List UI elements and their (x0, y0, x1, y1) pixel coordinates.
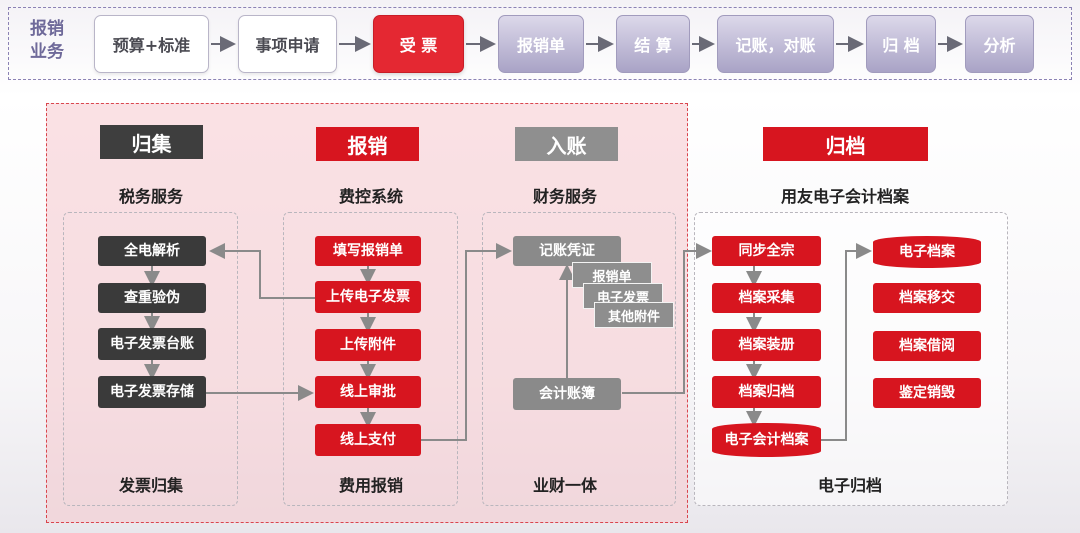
node-upload-attachment[interactable]: 上传附件 (315, 329, 421, 361)
process-label-line2: 业务 (30, 42, 64, 62)
node-sync-fonds[interactable]: 同步全宗 (712, 236, 821, 266)
posting-footer: 业财一体 (532, 476, 597, 495)
reimburse-box (283, 212, 458, 506)
collect-title: 税务服务 (118, 187, 183, 206)
step-analysis[interactable]: 分析 (965, 15, 1034, 73)
archive-footer: 电子归档 (817, 476, 882, 495)
process-label-line1: 报销 (30, 19, 64, 39)
node-invoice-ledger[interactable]: 电子发票台账 (98, 328, 206, 360)
process-label: 报销 业务 (30, 18, 90, 64)
step-application[interactable]: 事项申请 (238, 15, 337, 73)
archive-header: 归档 (763, 127, 928, 161)
posting-header: 入账 (515, 127, 618, 161)
node-archive-collect[interactable]: 档案采集 (712, 283, 821, 313)
reimburse-title: 费控系统 (338, 187, 403, 206)
step-bookkeeping[interactable]: 记账，对账 (717, 15, 834, 73)
step-archive[interactable]: 归 档 (866, 15, 936, 73)
node-appraise-destroy[interactable]: 鉴定销毁 (873, 378, 981, 408)
node-voucher[interactable]: 记账凭证 (513, 236, 621, 266)
collect-header: 归集 (100, 125, 203, 159)
process-flow-bar (8, 7, 1072, 80)
node-online-approval[interactable]: 线上审批 (315, 376, 421, 408)
doc-stack-invoice: 电子发票 (583, 283, 663, 309)
collect-box (63, 212, 238, 506)
node-archive-transfer[interactable]: 档案移交 (873, 283, 981, 313)
node-full-parse[interactable]: 全电解析 (98, 236, 206, 266)
posting-title: 财务服务 (532, 187, 597, 206)
doc-stack-other: 其他附件 (594, 302, 674, 328)
reimburse-header: 报销 (316, 127, 419, 161)
node-e-accounting-archive[interactable]: 电子会计档案 (712, 423, 821, 457)
node-archive-borrow[interactable]: 档案借阅 (873, 331, 981, 361)
node-e-archive[interactable]: 电子档案 (873, 236, 981, 268)
node-dedupe-verify[interactable]: 查重验伪 (98, 283, 206, 313)
posting-box (482, 212, 676, 506)
step-reimbursement-form[interactable]: 报销单 (498, 15, 584, 73)
collect-footer: 发票归集 (118, 476, 183, 495)
step-receive-invoice[interactable]: 受 票 (373, 15, 464, 73)
node-archive-bind[interactable]: 档案装册 (712, 329, 821, 361)
node-invoice-storage[interactable]: 电子发票存储 (98, 376, 206, 408)
node-upload-invoice[interactable]: 上传电子发票 (315, 281, 421, 313)
node-ledger[interactable]: 会计账簿 (513, 378, 621, 410)
node-online-payment[interactable]: 线上支付 (315, 424, 421, 456)
process-arrows (211, 36, 963, 52)
node-fill-form[interactable]: 填写报销单 (315, 236, 421, 266)
step-budget[interactable]: 预算+标准 (94, 15, 209, 73)
archive-title: 用友电子会计档案 (780, 187, 909, 206)
node-archive-file[interactable]: 档案归档 (712, 376, 821, 408)
reimburse-footer: 费用报销 (338, 476, 403, 495)
step-settlement[interactable]: 结 算 (616, 15, 690, 73)
